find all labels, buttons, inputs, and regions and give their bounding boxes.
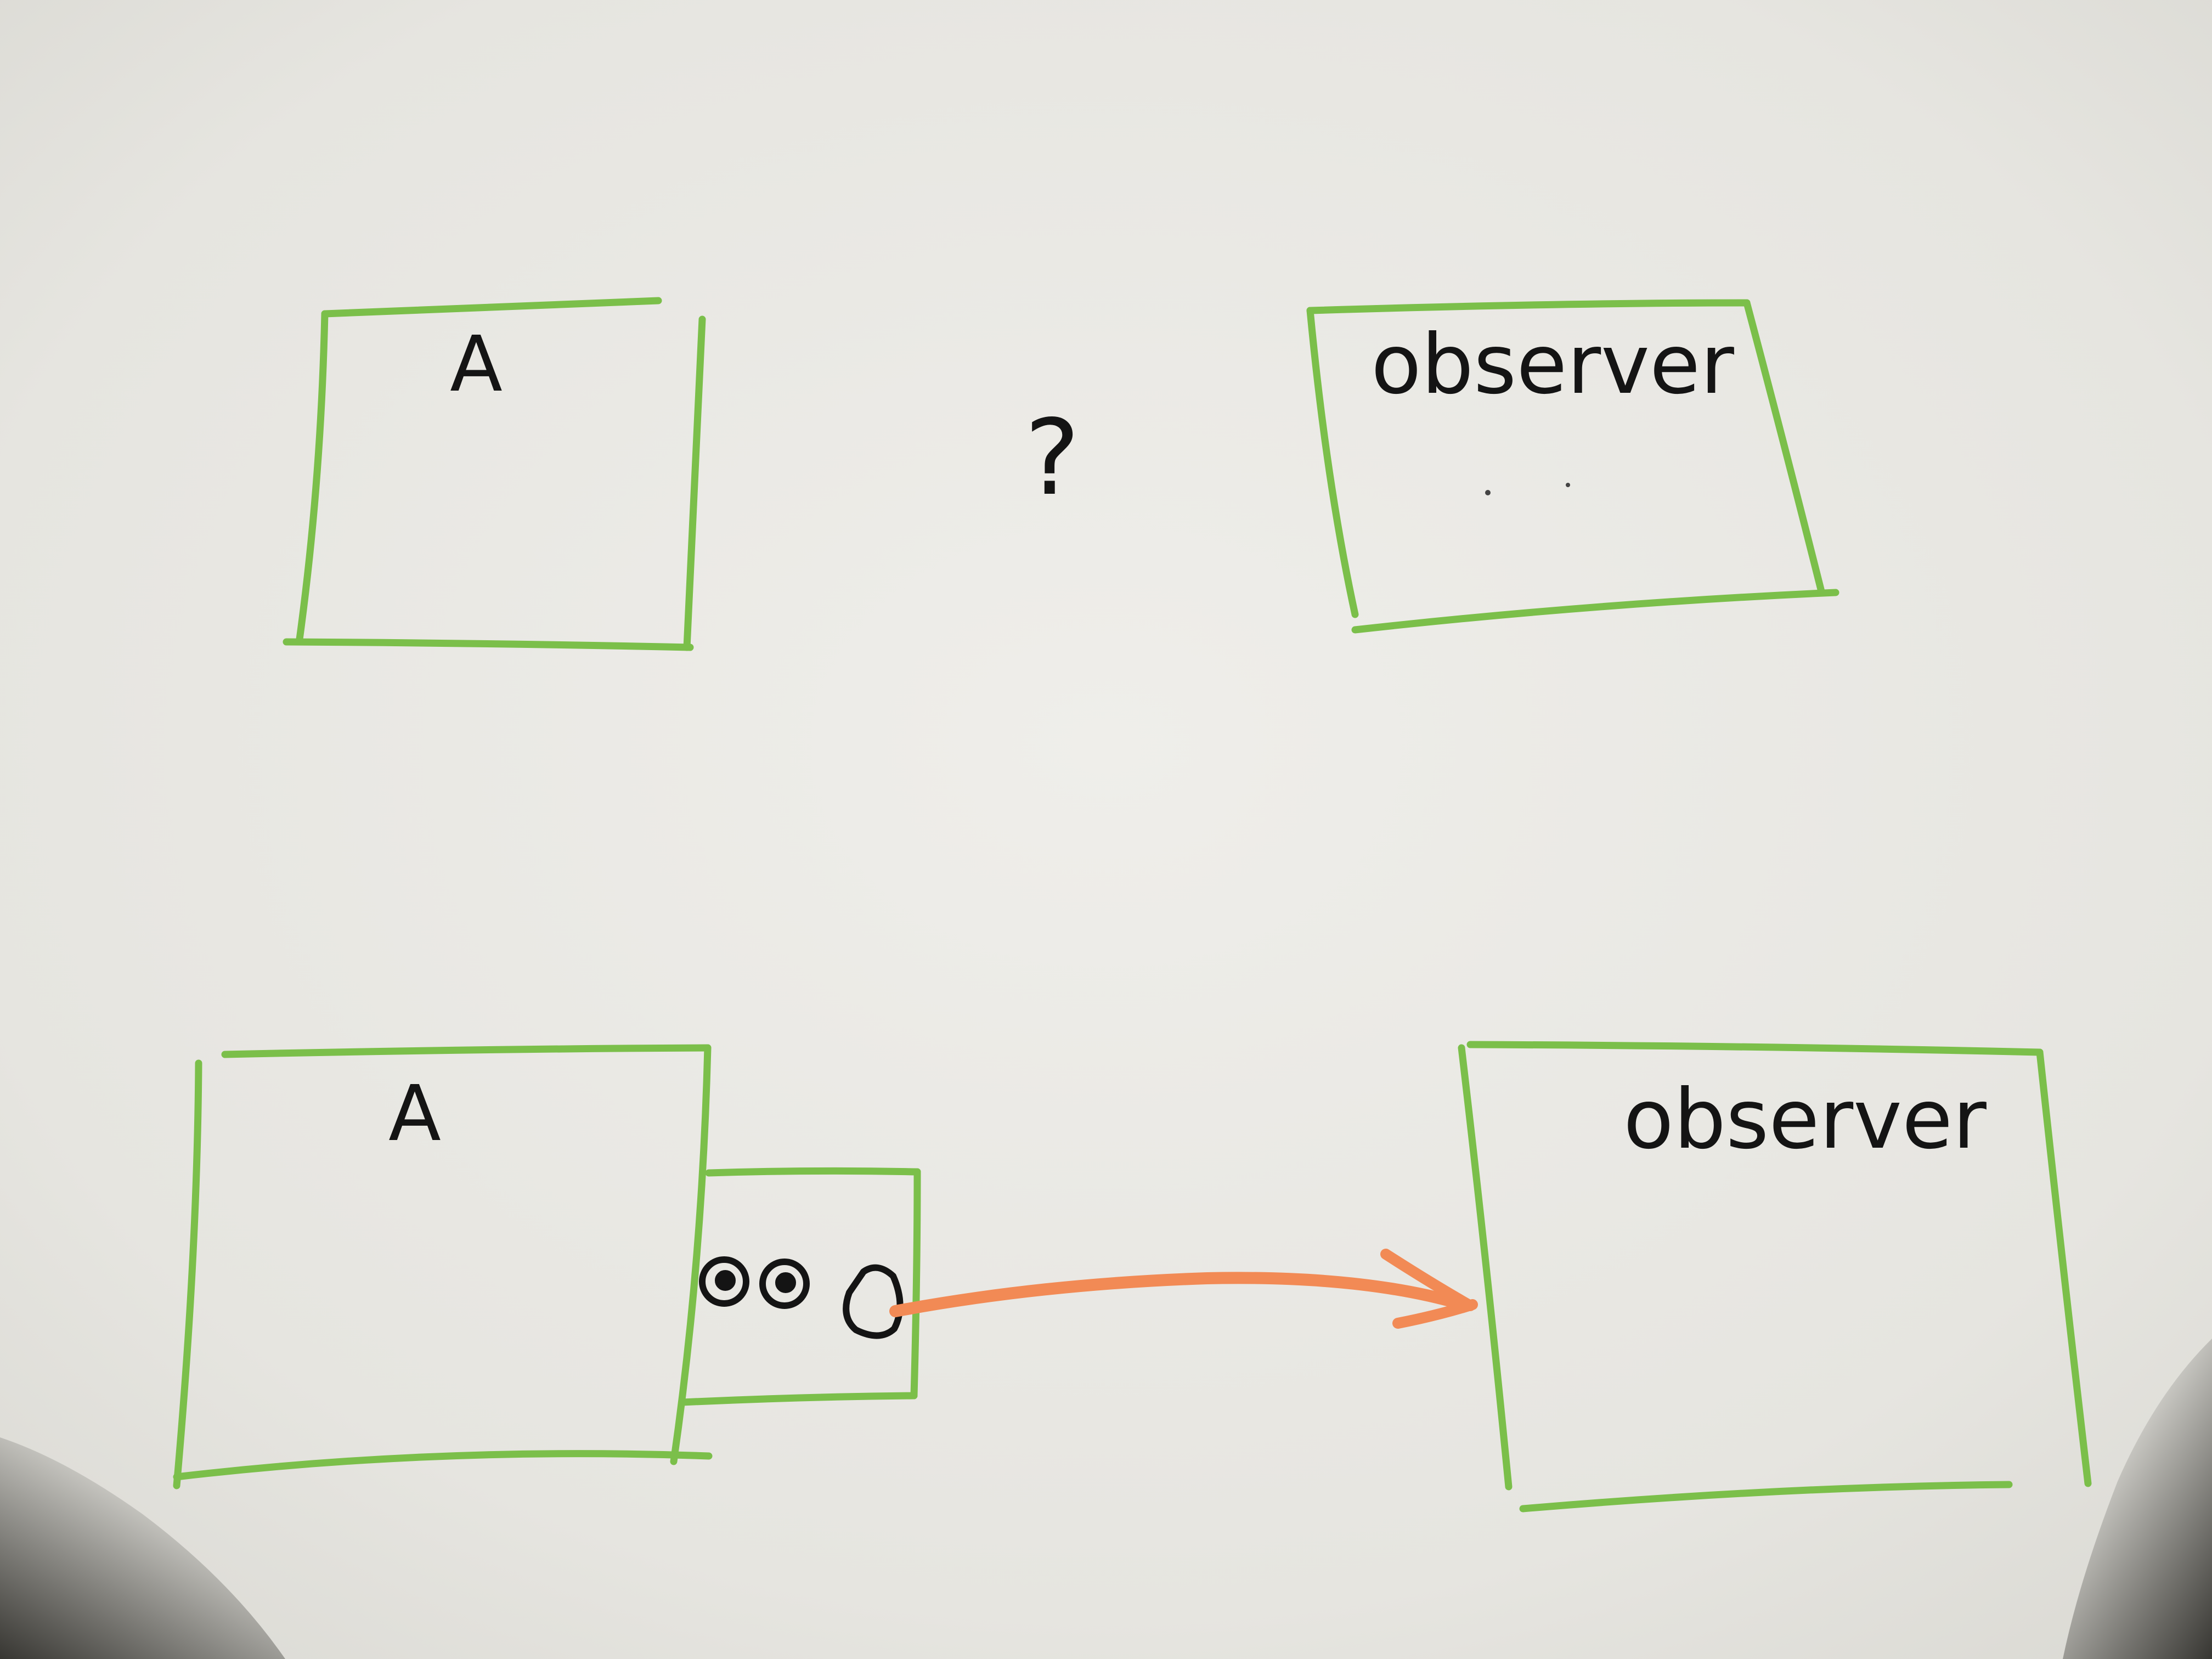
attached-probe-box: [679, 1167, 921, 1406]
bottom-left-shadow: [0, 1437, 285, 1659]
pencil-dot: [1485, 490, 1491, 495]
pencil-dot: [1566, 483, 1570, 487]
top-right-box: [1306, 299, 1839, 634]
bottom-right-box: [1458, 1041, 2092, 1513]
top-right-box-label: observer: [1371, 317, 1734, 413]
probe-eyes-icon: [699, 1256, 810, 1309]
probe-signal-emitter-icon: [843, 1264, 904, 1339]
bottom-left-box-label: A: [388, 1069, 441, 1159]
bottom-right-shadow: [2063, 1339, 2212, 1659]
bottom-right-box-label: observer: [1623, 1072, 1987, 1167]
signal-arrow: [889, 1249, 1478, 1329]
question-mark: ?: [1025, 397, 1080, 518]
top-left-box-label: A: [450, 320, 503, 409]
top-left-box: [283, 297, 706, 651]
